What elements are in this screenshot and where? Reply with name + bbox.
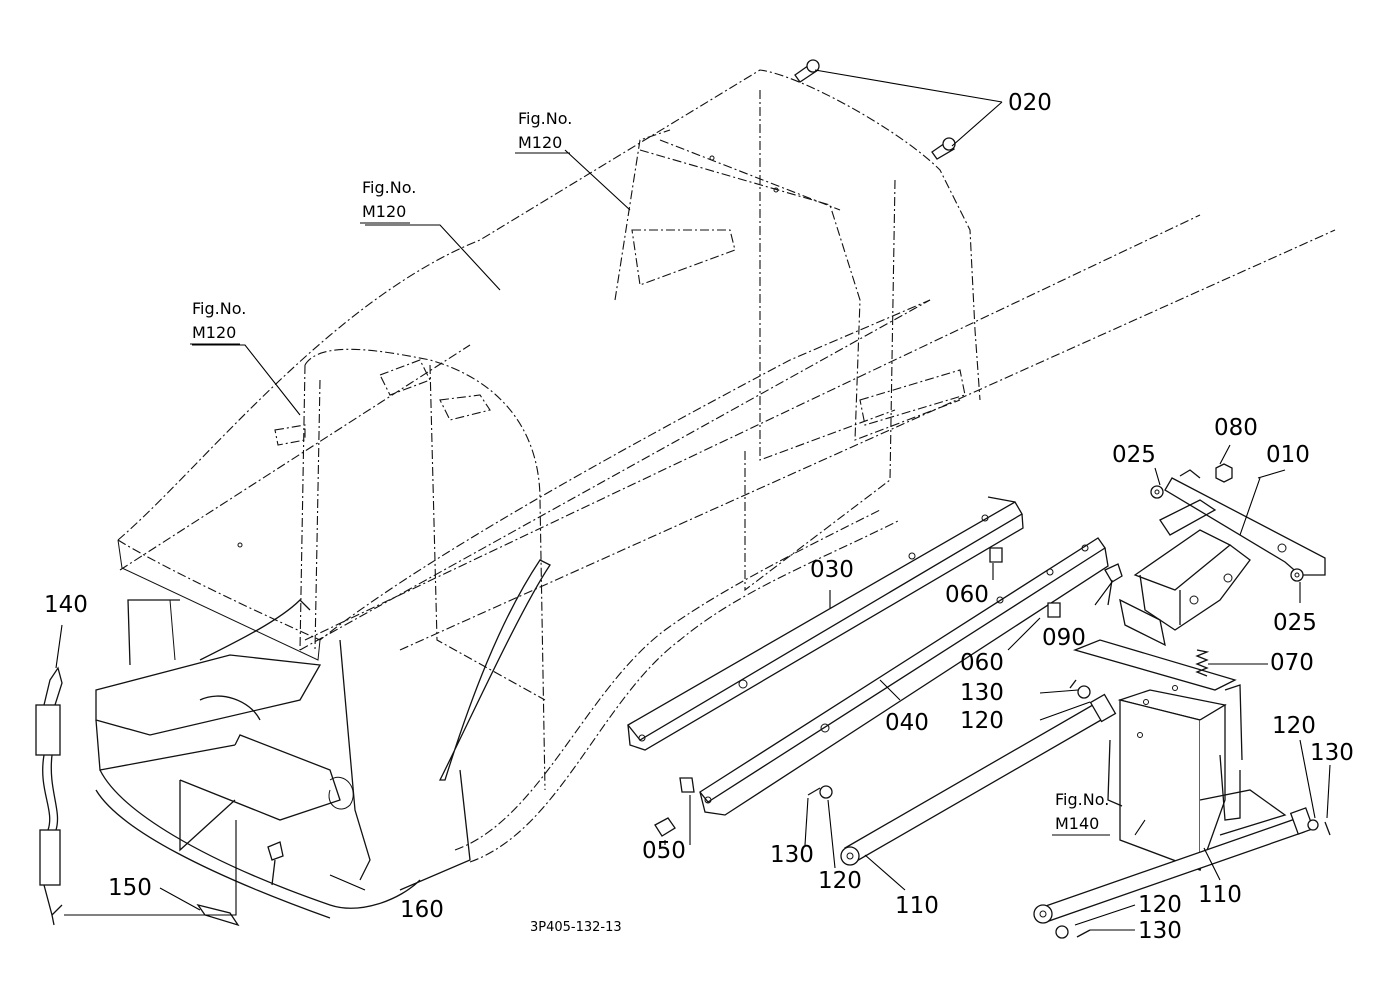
front-grille-assembly [95,559,551,919]
part-label-025: 025 [1273,610,1317,636]
bolt-060-upper [989,547,1003,563]
cab-bracket-details [237,155,966,548]
part-label-150: 150 [108,875,152,901]
part-label-120: 120 [1272,713,1316,739]
part-label-025: 025 [1112,442,1156,468]
part-label-110: 110 [1198,882,1242,908]
bolt-020-lower [931,137,956,160]
part-label-060: 060 [945,582,989,608]
part-label-010: 010 [1266,442,1310,468]
strap-140 [35,666,63,926]
nut-050-pair [654,777,695,837]
part-label-130: 130 [1138,918,1182,944]
leader-lines [55,69,1331,931]
part-label-050: 050 [642,838,686,864]
part-label-160: 160 [400,897,444,923]
fig-ref-m120-mid: Fig.No. M120 [360,178,416,224]
fig-ref-line1: Fig.No. [1055,790,1109,809]
part-label-040: 040 [885,710,929,736]
nut-080 [1215,463,1233,483]
bolt-160 [267,841,284,886]
cab-body-outline [117,69,1336,863]
part-label-060: 060 [960,650,1004,676]
part-label-120: 120 [818,868,862,894]
bolt-020-upper [794,59,820,83]
rail-030 [627,496,1024,751]
bolt-060-lower [1047,602,1061,618]
fig-ref-line2: M120 [518,133,562,152]
part-label-140: 140 [44,592,88,618]
fig-ref-line2: M120 [362,202,406,221]
nut-025-upper [1150,485,1164,499]
part-label-130: 130 [960,680,1004,706]
spring-070 [1195,649,1210,677]
part-label-080: 080 [1214,415,1258,441]
part-label-070: 070 [1270,650,1314,676]
part-label-130: 130 [1310,740,1354,766]
fig-ref-line1: Fig.No. [362,178,416,197]
part-label-110: 110 [895,893,939,919]
part-labels: 020 025 080 010 025 030 060 090 060 070 … [44,90,1354,944]
fig-ref-line1: Fig.No. [192,299,246,318]
part-label-030: 030 [810,557,854,583]
fig-ref-m140: Fig.No. M140 [1052,790,1110,836]
link-110-upper [840,693,1117,866]
rail-040 [699,537,1109,816]
link-110-lower [1033,807,1315,924]
part-label-130: 130 [770,842,814,868]
part-label-020: 020 [1008,90,1052,116]
bolt-090 [1104,563,1123,606]
part-label-120: 120 [1138,892,1182,918]
fig-ref-m120-left: Fig.No. M120 [190,299,246,345]
washer-120-group [819,685,1319,939]
part-label-090: 090 [1042,625,1086,651]
diagram-code: 3P405-132-13 [530,920,622,935]
fig-ref-line2: M120 [192,323,236,342]
cotter-pin-130-group [807,679,1331,938]
part-label-120: 120 [960,708,1004,734]
fig-ref-line2: M140 [1055,814,1099,833]
fig-ref-m120-top: Fig.No. M120 [515,109,572,154]
fig-ref-line1: Fig.No. [518,109,572,128]
nut-025-lower [1290,568,1304,582]
